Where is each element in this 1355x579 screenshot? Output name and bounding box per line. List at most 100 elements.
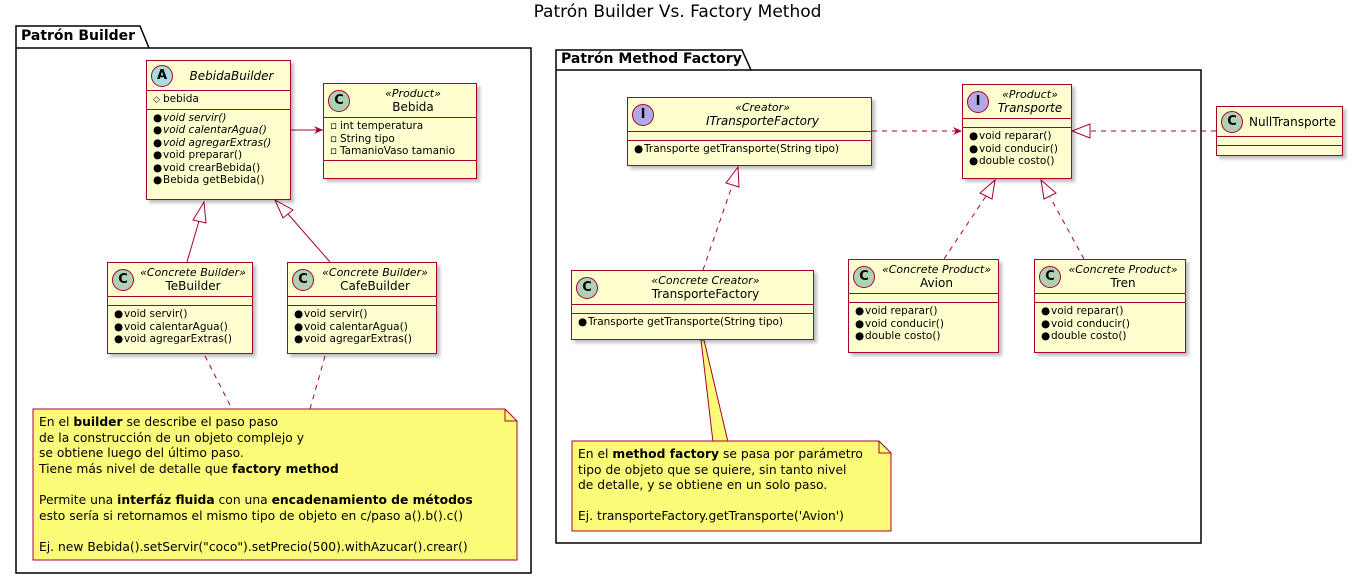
method: ●void crearBebida(): [153, 161, 261, 174]
class-bebida[interactable]: C «Product»Bebida ▫int temperatura ▫Strin…: [323, 83, 477, 179]
method: ●void reparar(): [1041, 305, 1124, 317]
class-icon: C: [292, 268, 314, 291]
method: ●void agregarExtras(): [153, 136, 272, 149]
class-icon: C: [112, 268, 134, 291]
class-transporte[interactable]: I«Product»Transporte ●void reparar() ●vo…: [962, 84, 1072, 179]
method: ●void reparar(): [855, 305, 938, 317]
method: ●double costo(): [969, 155, 1055, 167]
class-stereotype: «Concrete Creator»: [651, 274, 760, 287]
abstract-class-icon: A: [151, 64, 173, 87]
method: ●void agregarExtras(): [114, 333, 232, 345]
methods-section: [324, 161, 476, 171]
class-name: Avion: [920, 276, 953, 290]
methods-section: ●void servir() ●void calentarAgua() ●voi…: [288, 306, 436, 348]
package-builder-title: Patrón Builder: [21, 28, 136, 44]
class-bebidabuilder[interactable]: A BebidaBuilder ◇bebida ●void servir() ●v…: [146, 60, 291, 200]
class-tren[interactable]: C«Concrete Product»Tren ●void reparar() …: [1034, 259, 1186, 353]
attributes-section: [288, 297, 436, 306]
class-stereotype: «Concrete Builder»: [140, 266, 246, 279]
method: ●void calentarAgua(): [114, 320, 228, 333]
class-stereotype: «Product»: [385, 87, 441, 100]
method: ●Bebida getBebida(): [153, 174, 265, 186]
attribute: ▫int temperatura: [330, 120, 424, 132]
attributes-section: [1035, 294, 1185, 303]
method: ●void servir(): [294, 308, 368, 320]
edge-tebuilder-generalization: [186, 200, 207, 263]
methods-section: ●Transporte getTransporte(String tipo): [572, 314, 813, 331]
interface-icon: I: [967, 90, 989, 113]
class-stereotype: «Product»: [1002, 88, 1058, 101]
methods-section: ●Transporte getTransporte(String tipo): [628, 141, 871, 158]
methods-section: ●void reparar() ●void conducir() ●double…: [1035, 303, 1185, 345]
attributes-section: [1217, 137, 1342, 146]
method: ●void calentarAgua(): [294, 320, 408, 333]
class-nulltransporte[interactable]: C NullTransporte: [1216, 106, 1343, 156]
note-factory: En el method factory se pasa por parámet…: [578, 447, 863, 525]
class-transportefactory[interactable]: C «Concrete Creator»TransporteFactory ●Tr…: [571, 270, 814, 340]
note-line: Tiene más nivel de detalle que factory m…: [39, 461, 339, 476]
attributes-section: ▫int temperatura ▫String tipo ▫TamanioVa…: [324, 118, 476, 161]
note-line: se obtiene luego del último paso.: [39, 446, 244, 461]
diagram-title: Patrón Builder Vs. Factory Method: [533, 2, 822, 22]
note-line: de la construcción de un objeto complejo…: [39, 430, 304, 445]
note-line: En el builder se describe el paso paso: [39, 415, 279, 429]
attributes-section: [963, 119, 1071, 128]
class-stereotype: «Concrete Builder»: [322, 266, 428, 279]
methods-section: ●void reparar() ●void conducir() ●double…: [963, 128, 1071, 170]
class-name: TransporteFactory: [651, 287, 760, 301]
method: ●void conducir(): [969, 142, 1058, 155]
note-line: esto sería si retornamos el mismo tipo d…: [39, 508, 464, 523]
attributes-section: [849, 294, 998, 303]
edge-transportefactory-realization: [702, 165, 740, 271]
methods-section: [1217, 146, 1342, 154]
edge-cafebuilder-generalization: [273, 198, 331, 263]
methods-section: ●void reparar() ●void conducir() ●double…: [849, 303, 998, 345]
interface-icon: I: [632, 103, 654, 126]
class-icon: C: [1221, 110, 1243, 133]
attribute: ▫TamanioVaso tamanio: [330, 145, 456, 157]
class-icon: C: [328, 89, 350, 112]
class-stereotype: «Concrete Product»: [881, 263, 992, 276]
attributes-section: [572, 305, 813, 314]
class-icon: C: [853, 265, 875, 288]
method: ●void preparar(): [153, 149, 243, 161]
attributes-section: [628, 132, 871, 141]
edge-tren-realization: [1040, 178, 1085, 260]
edge-nulltransporte-realization: [1070, 123, 1216, 139]
class-avion[interactable]: C «Concrete Product»Avion ●void reparar()…: [848, 259, 999, 353]
methods-section: ●void servir() ●void calentarAgua() ●voi…: [147, 110, 290, 189]
class-icon: C: [576, 276, 598, 299]
class-name: NullTransporte: [1249, 114, 1336, 129]
method: ●void servir(): [114, 308, 188, 320]
method: ●Transporte getTransporte(String tipo): [634, 143, 840, 155]
class-cafebuilder[interactable]: C «Concrete Builder»CafeBuilder ●void ser…: [287, 262, 437, 354]
class-stereotype: «Concrete Product»: [1068, 263, 1178, 276]
note-factory-shape: [571, 440, 892, 532]
method: ●void calentarAgua(): [153, 124, 267, 136]
method: ●void conducir(): [1041, 317, 1130, 330]
method: ●Transporte getTransporte(String tipo): [578, 316, 784, 328]
class-itransportefactory[interactable]: I «Creator»ITransporteFactory ●Transporte…: [627, 97, 872, 166]
note-line: Ej. transporteFactory.getTransporte('Avi…: [578, 509, 844, 524]
methods-section: ●void servir() ●void calentarAgua() ●voi…: [108, 306, 252, 348]
method: ●void reparar(): [969, 130, 1052, 142]
note-line: tipo de objeto que se quiere, sin tanto …: [578, 462, 847, 477]
class-name: Bebida: [392, 100, 434, 114]
class-tebuilder[interactable]: C«Concrete Builder»TeBuilder ●void servi…: [107, 262, 253, 354]
class-name: ITransporteFactory: [706, 114, 819, 128]
class-name: CafeBuilder: [340, 279, 410, 293]
method: ●void agregarExtras(): [294, 333, 412, 345]
method: ●void servir(): [153, 111, 227, 124]
package-factory-title: Patrón Method Factory: [561, 51, 742, 67]
note-line: En el method factory se pasa por parámet…: [578, 447, 863, 461]
attributes-section: ◇bebida: [147, 91, 290, 110]
edge-avion-realization: [943, 178, 996, 260]
note-line: Permite una interfáz fluida con una enca…: [39, 492, 473, 507]
class-stereotype: «Creator»: [735, 101, 790, 114]
attribute: ▫String tipo: [330, 132, 395, 145]
note-line: de detalle, y se obtiene en un solo paso…: [578, 478, 828, 493]
method: ●double costo(): [855, 330, 941, 342]
class-name: BebidaBuilder: [189, 68, 274, 83]
